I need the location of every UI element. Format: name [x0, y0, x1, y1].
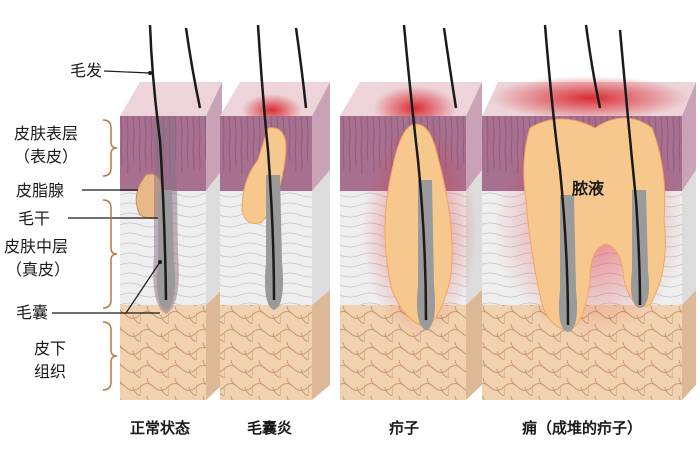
label-dermis-1: 皮肤中层: [4, 237, 68, 256]
panel-captions: 正常状态 毛囊炎 疖子 痈（成堆的疖子）: [130, 419, 642, 437]
caption-carbuncle: 痈（成堆的疖子）: [522, 419, 642, 437]
label-dermis-2: （真皮）: [6, 260, 70, 279]
label-epidermis-1: 皮肤表层: [14, 124, 78, 143]
label-subcutis-1: 皮下: [34, 339, 66, 358]
pus-label: 脓液: [571, 179, 605, 198]
label-subcutis-2: 组织: [34, 362, 66, 381]
panel-furuncle: [340, 25, 482, 400]
caption-folliculitis: 毛囊炎: [247, 419, 292, 437]
panel-normal: [120, 25, 222, 400]
epidermis-bracket: [103, 120, 117, 176]
subcutis-bracket: [103, 322, 117, 390]
label-hair-shaft: 毛干: [18, 209, 50, 228]
label-sebaceous-gland: 皮脂腺: [16, 181, 64, 200]
caption-normal: 正常状态: [130, 419, 190, 437]
caption-furuncle: 疖子: [389, 419, 419, 437]
dermis-bracket: [103, 200, 117, 308]
panel-carbuncle: 脓液: [482, 25, 696, 400]
label-hair: 毛发: [70, 61, 102, 80]
panel-folliculitis: [220, 25, 330, 400]
label-follicle: 毛囊: [16, 303, 48, 322]
label-epidermis-2: （表皮）: [14, 147, 78, 166]
